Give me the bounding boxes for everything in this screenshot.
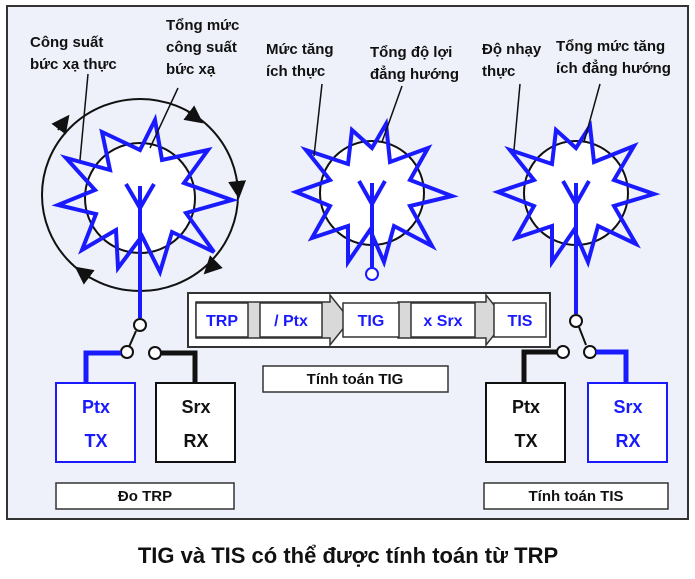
- gain-label: Mức tăng ích thực: [266, 41, 338, 80]
- switch-icon: [83, 318, 198, 383]
- right-tx-box: [485, 382, 566, 463]
- left-rx-box: [155, 382, 236, 463]
- flow-tis: TIS: [508, 313, 533, 330]
- right-footer-box: [483, 482, 669, 510]
- right-section: Ptx TX Srx RX Tính toán TIS Độ nhạy thực…: [482, 38, 671, 510]
- flow-box-tis: [493, 302, 547, 338]
- left-footer-box: [55, 482, 235, 510]
- pointer-line: [149, 87, 179, 149]
- pointer-line: [79, 73, 89, 161]
- circle-arrow-icon: [228, 179, 247, 199]
- left-tx-box: [55, 382, 136, 463]
- switch-icon: [521, 314, 629, 383]
- port-circle: [365, 267, 379, 281]
- antenna-icon: [124, 182, 156, 318]
- circle-arrow-icon: [203, 255, 223, 275]
- figure-caption: TIG và TIS có thể được tính toán từ TRP: [138, 543, 558, 568]
- total-isotropic-gain-label: Tổng mức tăng ích đẳng hướng: [556, 38, 671, 77]
- flow-tig: TIG: [358, 313, 385, 330]
- right-tx-label-1: Ptx: [512, 397, 540, 417]
- circle-arrow-icon: [183, 105, 204, 124]
- flow-box-srx: [410, 302, 476, 338]
- flow-box-tig: [342, 302, 400, 338]
- right-footer-label: Tính toán TIS: [529, 488, 624, 505]
- left-rx-label-1: Srx: [181, 397, 210, 417]
- flow-box-trp: [195, 302, 249, 338]
- pointer-line: [513, 83, 521, 151]
- middle-footer-box: [262, 365, 449, 393]
- pointer-line: [313, 83, 323, 157]
- flow-srx: x Srx: [423, 313, 462, 330]
- middle-section: Mức tăng ích thực Tổng độ lợi đẳng hướng…: [187, 41, 551, 393]
- middle-footer-label: Tính toán TIG: [307, 371, 404, 388]
- antenna-icon: [357, 180, 387, 268]
- flow-trp: TRP: [206, 313, 238, 330]
- isotropic-gain-label: Tổng độ lợi đẳng hướng: [370, 44, 459, 83]
- right-tx-label-2: TX: [514, 431, 537, 451]
- circle-arrow-icon: [74, 266, 95, 285]
- left-footer-label: Đo TRP: [118, 488, 172, 505]
- pointer-line: [583, 83, 601, 143]
- right-rx-box: [587, 382, 668, 463]
- left-tx-label-2: TX: [84, 431, 107, 451]
- total-radiated-power-label: Tổng mức công suất bức xạ: [166, 17, 244, 78]
- flow-ptx: / Ptx: [274, 313, 308, 330]
- left-tx-label-1: Ptx: [82, 397, 110, 417]
- sensitivity-label: Độ nhạy thực: [482, 41, 545, 80]
- left-section: Ptx TX Srx RX Đo TRP Công suất bức xạ th…: [30, 17, 247, 510]
- antenna-icon: [561, 180, 591, 314]
- radiated-power-label: Công suất bức xạ thực: [30, 34, 117, 73]
- pointer-line: [381, 85, 403, 143]
- circle-arrow-icon: [51, 114, 70, 135]
- right-rx-label-2: RX: [615, 431, 640, 451]
- right-rx-label-1: Srx: [613, 397, 642, 417]
- flow-box-ptx: [259, 302, 323, 338]
- left-rx-label-2: RX: [183, 431, 208, 451]
